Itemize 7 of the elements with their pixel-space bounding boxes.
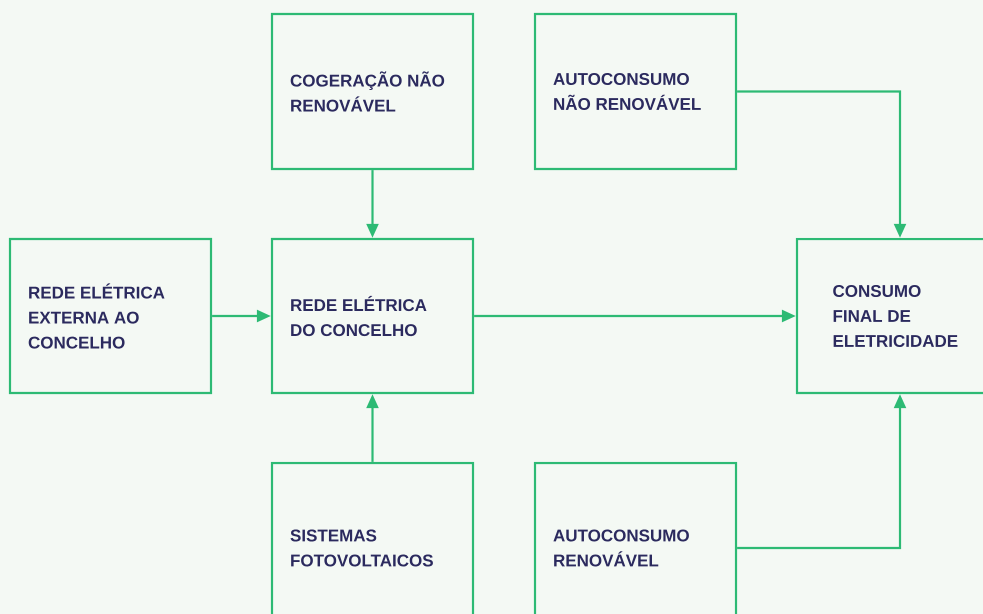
- process-box: AUTOCONSUMO NÃO RENOVÁVEL: [534, 12, 738, 170]
- process-box: COGERAÇÃO NÃO RENOVÁVEL: [270, 12, 474, 170]
- process-box: AUTOCONSUMO RENOVÁVEL: [534, 462, 738, 614]
- process-box: REDE ELÉTRICA EXTERNA AO CONCELHO: [8, 238, 212, 394]
- process-box: REDE ELÉTRICA DO CONCELHO: [270, 238, 474, 394]
- process-box: CONSUMO FINAL DE ELETRICIDADE: [796, 238, 983, 394]
- process-box: SISTEMAS FOTOVOLTAICOS: [270, 462, 474, 614]
